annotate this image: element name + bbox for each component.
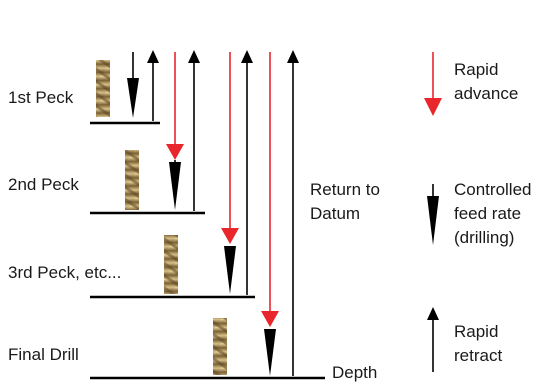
legend-rapid-advance-line2: advance xyxy=(454,84,518,103)
depth-label: Depth xyxy=(332,363,377,382)
legend-feed-line2: feed rate xyxy=(454,204,521,223)
stage-label-4: Final Drill xyxy=(8,345,79,364)
retract-arrow-head-4 xyxy=(287,50,299,63)
legend-feed-line3: (drilling) xyxy=(454,228,514,247)
return-label-line-2: Datum xyxy=(310,204,360,223)
stage-label-3: 3rd Peck, etc... xyxy=(8,263,121,282)
drill-bit-icon-4 xyxy=(213,318,227,375)
feed-arrow-icon-4 xyxy=(264,329,276,376)
return-label-line-1: Return to xyxy=(310,180,380,199)
rapid-advance-icon-3 xyxy=(221,228,239,244)
legend-rapid-advance-line1: Rapid xyxy=(454,60,498,79)
drill-bit-icon-1 xyxy=(96,60,110,117)
legend-feed-line1: Controlled xyxy=(454,180,532,199)
rapid-advance-icon-4 xyxy=(261,311,279,327)
feed-arrow-icon-1 xyxy=(127,78,139,118)
rapid-advance-icon-2 xyxy=(166,144,184,160)
legend-feed-icon xyxy=(427,196,439,245)
retract-arrow-head-2 xyxy=(188,50,200,63)
legend-retract-line1: Rapid xyxy=(454,322,498,341)
stage-label-1: 1st Peck xyxy=(8,88,74,107)
drill-bit-icon-3 xyxy=(164,235,178,294)
drill-bit-icon-2 xyxy=(125,150,139,210)
legend-rapid-advance-icon xyxy=(424,98,442,116)
legend-retract-icon xyxy=(427,307,439,320)
stage-label-2: 2nd Peck xyxy=(8,175,79,194)
retract-arrow-head-1 xyxy=(147,50,159,63)
feed-arrow-icon-3 xyxy=(224,246,236,294)
legend-retract-line2: retract xyxy=(454,346,502,365)
feed-arrow-icon-2 xyxy=(169,162,181,210)
retract-arrow-head-3 xyxy=(241,50,253,63)
